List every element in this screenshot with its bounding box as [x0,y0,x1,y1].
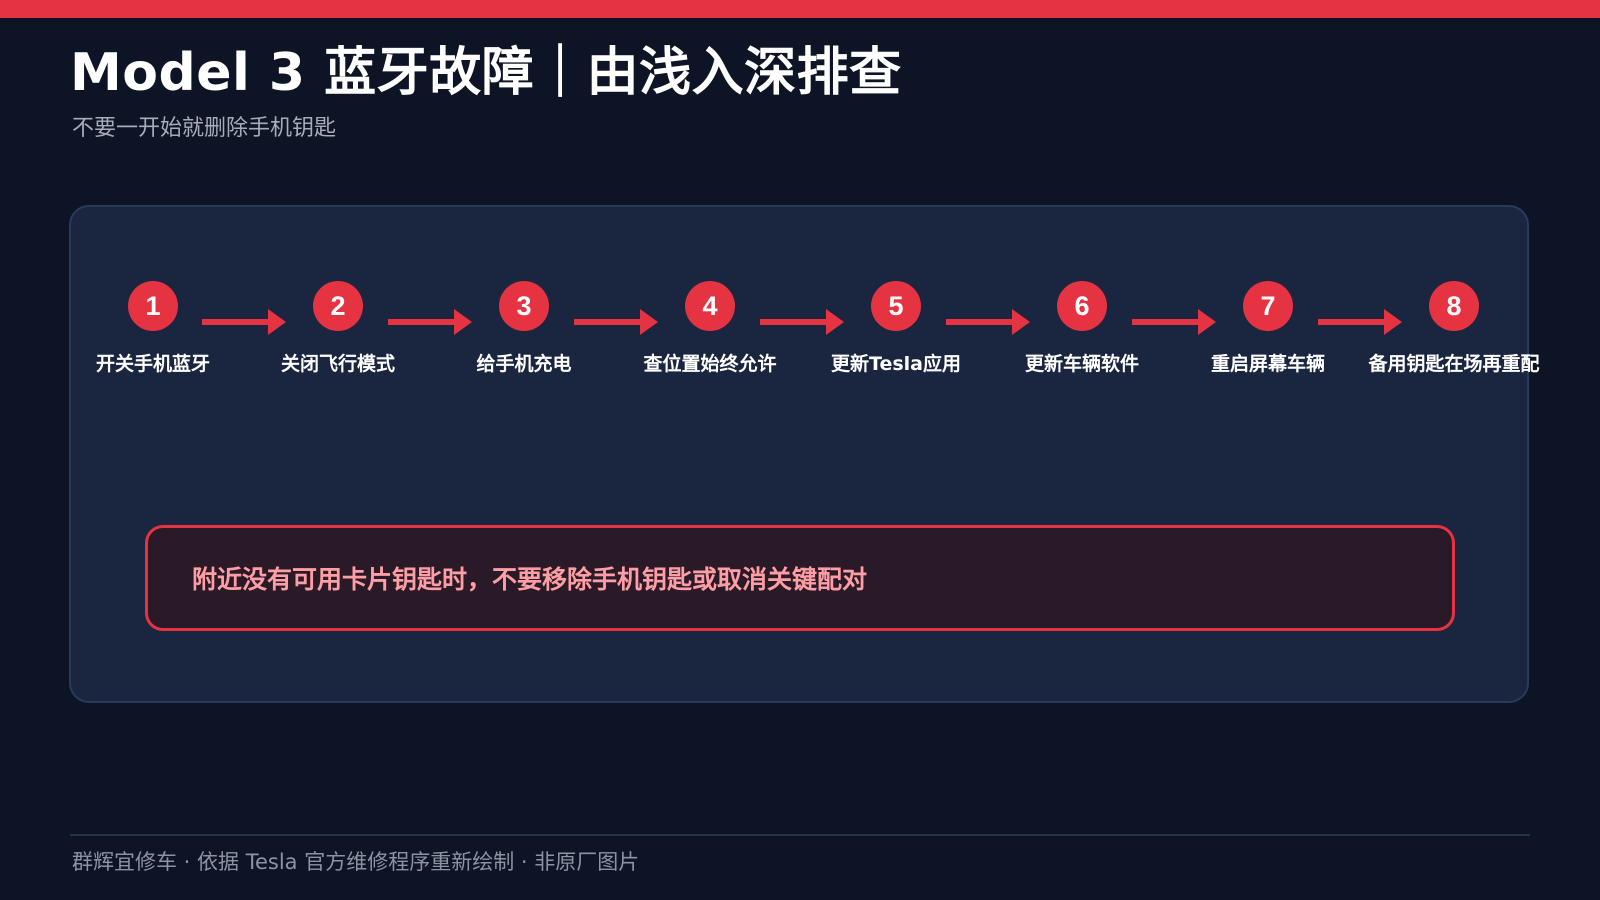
right-arrow-icon [202,309,286,335]
step-number-badge: 2 [313,281,363,331]
step-7: 7 重启屏幕车辆 [1168,281,1368,377]
step-label: 查位置始终允许 [643,353,777,375]
step-label: 给手机充电 [476,353,572,375]
right-arrow-icon [574,309,658,335]
step-1: 1 开关手机蓝牙 [53,281,253,377]
step-label: 备用钥匙在场再重配 [1368,353,1540,375]
step-number-badge: 1 [128,281,178,331]
warning-callout: 附近没有可用卡片钥匙时，不要移除手机钥匙或取消关键配对 [145,525,1455,631]
step-number-badge: 7 [1243,281,1293,331]
page-subtitle: 不要一开始就删除手机钥匙 [72,116,337,141]
step-label: 重启屏幕车辆 [1210,353,1325,375]
right-arrow-icon [1132,309,1216,335]
right-arrow-icon [946,309,1030,335]
page-title: Model 3 蓝牙故障｜由浅入深排查 [70,43,902,103]
step-number-badge: 8 [1429,281,1479,331]
footer-credit: 群辉宜修车 · 依据 Tesla 官方维修程序重新绘制 · 非原厂图片 [72,850,640,874]
steps-panel: 1 开关手机蓝牙 2 关闭飞行模式 3 给手机充电 4 查位置始终允许 5 更新… [69,205,1540,703]
right-arrow-icon [1318,309,1402,335]
warning-text: 附近没有可用卡片钥匙时，不要移除手机钥匙或取消关键配对 [192,565,868,594]
step-label: 开关手机蓝牙 [95,353,210,375]
step-number-badge: 6 [1057,281,1107,331]
step-number-badge: 3 [499,281,549,331]
step-number-badge: 5 [871,281,921,331]
footer-divider [70,834,1530,836]
step-8: 8 备用钥匙在场再重配 [1354,281,1554,377]
step-4: 4 查位置始终允许 [610,281,810,377]
top-accent-bar [0,0,1600,18]
right-arrow-icon [760,309,844,335]
step-label: 关闭飞行模式 [280,353,395,375]
step-label: 更新Tesla应用 [831,353,961,375]
step-5: 5 更新Tesla应用 [796,281,996,377]
step-3: 3 给手机充电 [424,281,624,377]
step-6: 6 更新车辆软件 [982,281,1182,377]
step-number-badge: 4 [685,281,735,331]
right-arrow-icon [388,309,472,335]
step-2: 2 关闭飞行模式 [238,281,438,377]
step-label: 更新车辆软件 [1024,353,1139,375]
